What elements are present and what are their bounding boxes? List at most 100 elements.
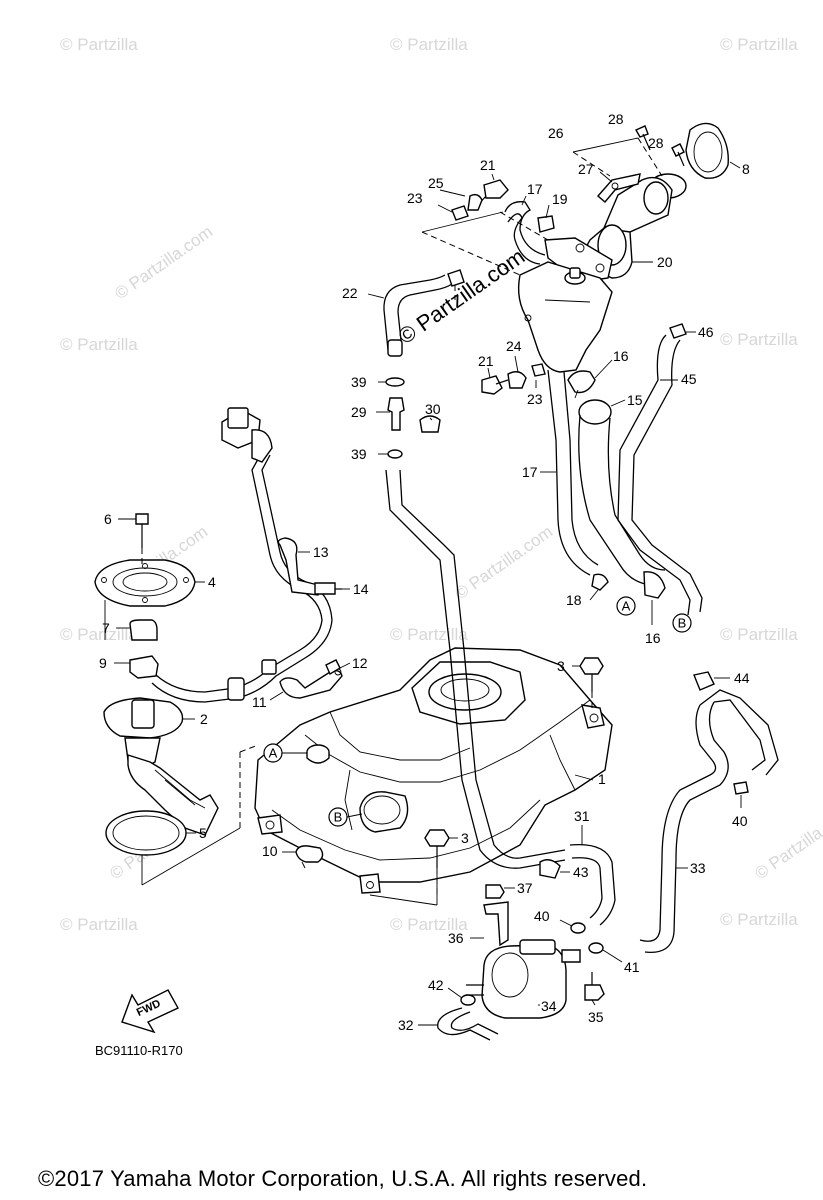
callout-number: 16: [613, 348, 629, 364]
callout-number: 29: [351, 404, 367, 420]
forward-arrow: FWD: [121, 989, 179, 1034]
callout-number: 12: [352, 655, 368, 671]
callout-number: 11: [252, 694, 267, 710]
callout-number: 22: [342, 285, 358, 301]
callout-number: 46: [698, 324, 714, 340]
reference-letter: A: [622, 599, 631, 614]
hose-clamp-bracket: [279, 659, 343, 699]
callout-number: 19: [552, 191, 568, 207]
long-fuel-hose: [385, 469, 566, 869]
callout-number: 6: [104, 511, 112, 527]
charcoal-canister: [466, 939, 581, 1019]
callout-number: 16: [645, 630, 661, 646]
callout-number: 40: [534, 908, 550, 924]
reference-marker-a: [616, 596, 636, 616]
callout-number: 31: [574, 808, 590, 824]
watermark: © Partzilla: [60, 35, 138, 54]
watermark: © Partzilla: [720, 330, 798, 349]
callout-number: 39: [351, 374, 367, 390]
breather-hose-17-upper: [504, 201, 555, 265]
callout-number: 8: [742, 161, 750, 177]
bolt-35: [584, 972, 605, 1001]
callout-number: 9: [99, 655, 107, 671]
hose-45: [617, 323, 703, 616]
callout-number: 36: [448, 930, 464, 946]
watermark: © Partzilla: [390, 915, 468, 934]
callout-number: 5: [199, 825, 207, 841]
callouts: 1 2 3 3 4 5 6 7 8 9 10 11 12 13 14 15 16: [99, 111, 750, 1033]
callout-number: 15: [627, 392, 643, 408]
callout-number: 21: [478, 353, 494, 369]
mounting-hardware-lower: [481, 363, 546, 395]
center-watermark: © Partzilla.com: [394, 244, 530, 350]
hose-32: [437, 994, 499, 1041]
filler-neck: [544, 122, 729, 283]
reference-letter: B: [678, 616, 687, 631]
diagram-code: BC91110-R170: [95, 1043, 183, 1058]
callout-number: 14: [353, 581, 369, 597]
separator-tank: [517, 261, 613, 373]
callout-number: 10: [262, 843, 278, 859]
filler-hose-15: [578, 399, 666, 599]
callout-number: 21: [480, 157, 496, 173]
callout-number: 33: [690, 860, 706, 876]
callout-number: 24: [506, 338, 522, 354]
watermark: © Partzilla.com: [751, 802, 823, 883]
mounting-hardware-upper: [421, 179, 549, 276]
hose-33: [639, 671, 779, 953]
callout-number: 1: [598, 771, 606, 787]
callout-number: 17: [522, 464, 538, 480]
watermark: © Partzilla: [720, 625, 798, 644]
callout-number: 3: [461, 830, 469, 846]
callout-number: 39: [351, 446, 367, 462]
watermark: © Partzilla: [720, 35, 798, 54]
breather-hose-17-lower: [547, 369, 609, 591]
callout-number: 3: [557, 658, 565, 674]
callout-number: 30: [425, 401, 441, 417]
watermark: © Partzilla.com: [451, 522, 556, 603]
hose-22: [383, 269, 465, 357]
callout-number: 23: [527, 391, 543, 407]
hose-31: [569, 843, 616, 926]
callout-number: 40: [732, 813, 748, 829]
canister-mount-hardware: [483, 781, 749, 954]
callout-number: 18: [566, 592, 582, 608]
callout-number: 27: [578, 161, 594, 177]
callout-number: 41: [624, 959, 640, 975]
fuel-line-29-group: [385, 377, 441, 459]
reference-markers: A A B B: [263, 596, 692, 827]
watermark: © Partzilla.com: [111, 222, 216, 303]
callout-number: 2: [200, 711, 208, 727]
callout-number: 34: [541, 998, 557, 1014]
callout-number: 45: [681, 371, 697, 387]
callout-number: 25: [428, 175, 444, 191]
watermark: © Partzilla: [60, 915, 138, 934]
hose-bracket: [277, 537, 342, 596]
callout-number: 43: [573, 864, 589, 880]
callout-number: 4: [208, 574, 216, 590]
watermark: © Partzilla: [390, 625, 468, 644]
callout-number: 28: [608, 111, 624, 127]
callout-number: 42: [428, 977, 444, 993]
callout-number: 23: [407, 190, 423, 206]
reference-letter: B: [334, 810, 343, 825]
clamp-10: [295, 845, 324, 869]
bolt-3: [369, 657, 604, 906]
watermark: © Partzilla: [60, 335, 138, 354]
watermark: © Partzilla: [720, 910, 798, 929]
callout-number: 17: [527, 181, 543, 197]
watermark: © Partzilla: [60, 625, 138, 644]
callout-number: 37: [517, 880, 533, 896]
reference-letter: A: [269, 746, 278, 761]
hose-clamp-16-upper: [567, 370, 596, 399]
callout-number: 35: [588, 1009, 604, 1025]
callout-number: 20: [657, 254, 673, 270]
callout-number: 13: [313, 544, 329, 560]
callout-number: 7: [102, 620, 110, 636]
watermark: © Partzilla: [390, 35, 468, 54]
callout-number: 32: [398, 1017, 414, 1033]
reference-marker-b: [672, 613, 692, 633]
callout-number: 26: [548, 125, 564, 141]
callout-number: 28: [648, 135, 664, 151]
